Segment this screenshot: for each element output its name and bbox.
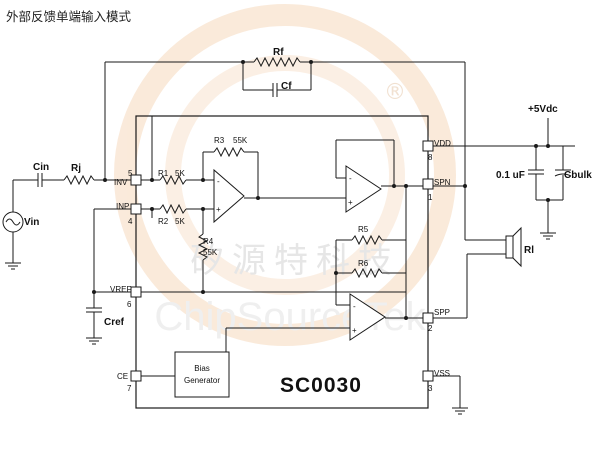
cref-capacitor: Cref bbox=[86, 208, 131, 345]
pin-inv bbox=[130, 174, 142, 186]
cap-small-label: 0.1 uF bbox=[496, 170, 525, 181]
vin-source: Vin bbox=[2, 179, 39, 270]
sine-icon bbox=[5, 218, 21, 226]
speaker-label: Rl bbox=[524, 245, 534, 256]
supply-network: +5Vdc 0.1 uF Cbulk bbox=[433, 104, 592, 240]
watermark-cn-text: 矽源特科技 bbox=[190, 241, 400, 281]
pin-label-inp: INP bbox=[116, 202, 129, 211]
r3-ref: R3 bbox=[214, 136, 225, 145]
cin-label: Cin bbox=[33, 162, 49, 173]
pin-number-vref: 6 bbox=[127, 300, 132, 309]
pin-vref bbox=[130, 286, 142, 298]
opamp-2-minus: - bbox=[349, 174, 352, 183]
registered-mark: ® bbox=[384, 80, 406, 105]
external-feedback: Rf Cf bbox=[103, 47, 466, 240]
speaker-body bbox=[505, 235, 514, 259]
watermark-ring-outer bbox=[114, 4, 456, 346]
vin-label: Vin bbox=[24, 217, 39, 228]
pin-label-inv: INV bbox=[114, 178, 128, 187]
pin-label-vss: VSS bbox=[434, 369, 450, 378]
watermark-ring-inner bbox=[165, 55, 405, 295]
r4-resistor: R4 55K bbox=[197, 209, 218, 292]
opamp-1: - + bbox=[213, 168, 245, 224]
r5-ref: R5 bbox=[358, 225, 369, 234]
cf-label: Cf bbox=[281, 81, 292, 92]
rj-label: Rj bbox=[71, 163, 81, 174]
r1-value: 5K bbox=[175, 169, 185, 178]
r6-resistor: R6 bbox=[334, 259, 406, 279]
pin-number-inp: 4 bbox=[128, 217, 133, 226]
pin-inp bbox=[130, 203, 142, 215]
pin-number-vdd: 8 bbox=[428, 153, 433, 162]
pin-spn bbox=[422, 178, 434, 190]
vss-ground bbox=[427, 375, 468, 415]
watermark: 矽源特科技 ChipSourceTek ® bbox=[114, 4, 456, 346]
pin-number-spn: 1 bbox=[428, 193, 433, 202]
cref-label: Cref bbox=[104, 317, 125, 328]
pin-number-ce: 7 bbox=[127, 384, 132, 393]
opamp-2-plus: + bbox=[348, 198, 353, 207]
speaker: Rl bbox=[433, 184, 534, 319]
cap-bulk-label: Cbulk bbox=[564, 170, 592, 181]
pin-label-vref: VREF bbox=[110, 285, 131, 294]
r2-ref: R2 bbox=[158, 217, 169, 226]
opamp-1-minus: - bbox=[217, 177, 220, 186]
pin-vdd bbox=[422, 140, 434, 152]
pin-label-spp: SPP bbox=[434, 308, 450, 317]
pin-number-vss: 3 bbox=[428, 384, 433, 393]
opamp-2: - + bbox=[345, 165, 382, 213]
bias-label-2: Generator bbox=[184, 376, 220, 385]
r4-ref: R4 bbox=[203, 237, 214, 246]
cin-capacitor: Cin bbox=[30, 162, 64, 187]
supply-label: +5Vdc bbox=[528, 104, 558, 115]
rj-resistor: Rj bbox=[63, 163, 131, 186]
r1-ref: R1 bbox=[158, 169, 169, 178]
pin-label-ce: CE bbox=[117, 372, 128, 381]
diagram-title: 外部反馈单端输入模式 bbox=[6, 9, 132, 24]
opamp-1-plus: + bbox=[216, 205, 221, 214]
pin-ce bbox=[130, 370, 142, 382]
r3-resistor: R3 55K bbox=[201, 136, 259, 198]
pin-number-spp: 2 bbox=[428, 324, 433, 333]
opamp-3-plus: + bbox=[352, 326, 357, 335]
pin-label-spn: SPN bbox=[434, 178, 451, 187]
pin-labels: INV 5 INP 4 VREF 6 CE 7 VDD 8 SPN 1 SPP … bbox=[110, 139, 451, 393]
r6-ref: R6 bbox=[358, 259, 369, 268]
opamp-3: - + bbox=[349, 293, 386, 341]
pin-label-vdd: VDD bbox=[434, 139, 451, 148]
r4-value: 55K bbox=[203, 248, 218, 257]
r3-value: 55K bbox=[233, 136, 248, 145]
r2-value: 5K bbox=[175, 217, 185, 226]
pin-spp bbox=[422, 312, 434, 324]
chip-name: SC0030 bbox=[280, 374, 362, 397]
bias-generator: Bias Generator bbox=[141, 328, 230, 398]
rf-label: Rf bbox=[273, 47, 284, 58]
pin-vss bbox=[422, 370, 434, 382]
opamp-3-minus: - bbox=[353, 302, 356, 311]
bias-label-1: Bias bbox=[194, 364, 210, 373]
pin-number-inv: 5 bbox=[128, 169, 133, 178]
bias-generator-box bbox=[174, 351, 230, 398]
speaker-icon bbox=[512, 226, 522, 268]
